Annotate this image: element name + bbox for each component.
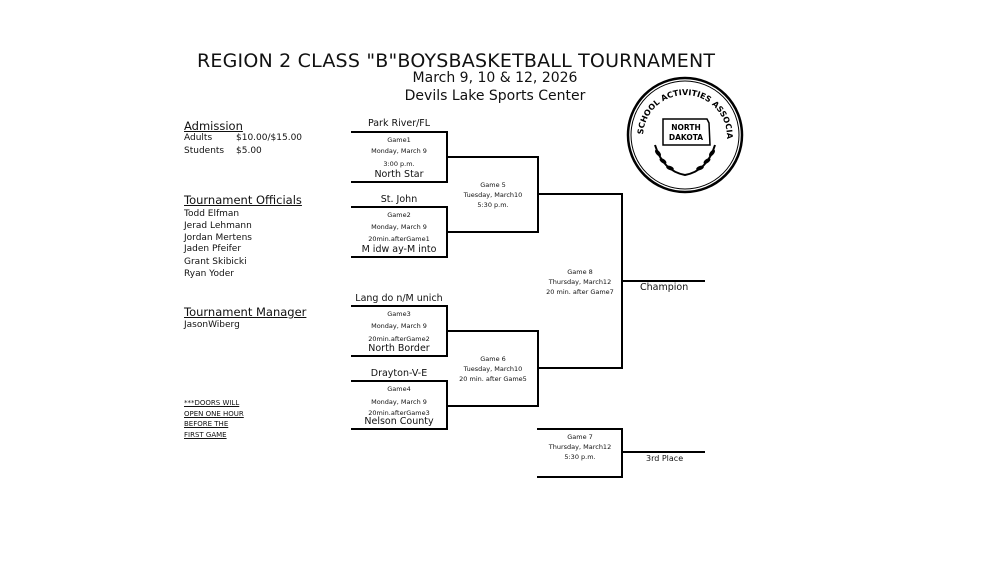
admission-adults-price: $10.00/$15.00	[236, 133, 303, 143]
bracket-line	[446, 156, 539, 158]
page-title: REGION 2 CLASS "B"BOYSBASKETBALL TOURNAM…	[197, 50, 716, 72]
team-name: North Star	[374, 169, 424, 180]
game-day: Monday, March 9	[371, 223, 427, 231]
tournament-dates: March 9, 10 & 12, 2026	[412, 70, 578, 86]
admission-students-label: Students	[184, 146, 225, 156]
game8-info: Game 8 Thursday, March12 20 min. after G…	[540, 267, 620, 297]
bracket-line	[446, 330, 539, 332]
game-day: Thursday, March12	[548, 278, 612, 286]
logo-dakota: DAKOTA	[669, 133, 703, 142]
team-name: Nelson County	[364, 416, 434, 427]
team-name: M idw ay-M into	[361, 244, 437, 255]
bracket-line	[351, 181, 447, 183]
game-number: Game 6	[480, 355, 506, 363]
game-day: Tuesday, March10	[463, 191, 523, 199]
team-name: St. John	[380, 194, 418, 205]
bracket-line	[537, 428, 623, 430]
bracket-line	[537, 367, 623, 369]
manager-name: JasonWiberg	[184, 320, 240, 330]
bracket-line	[351, 206, 447, 208]
game-time: 20min.afterGame3	[368, 409, 430, 417]
team-name: Drayton-V-E	[370, 368, 428, 379]
bracket-line	[537, 476, 623, 478]
bracket-line	[351, 256, 447, 258]
official-name: Grant Skibicki	[184, 257, 247, 267]
official-name: Jordan Mertens	[184, 233, 252, 243]
game-number: Game 8	[567, 268, 593, 276]
bracket-line	[351, 380, 447, 382]
doors-note-line: ***DOORS WILL	[184, 399, 240, 407]
champion-label: Champion	[640, 282, 689, 293]
official-name: Ryan Yoder	[184, 269, 234, 279]
bracket-line	[351, 355, 447, 357]
tournament-venue: Devils Lake Sports Center	[404, 88, 586, 104]
game-time: 20 min. after Game5	[459, 375, 527, 383]
game5-info: Game 5 Tuesday, March10 5:30 p.m.	[452, 180, 534, 210]
game-time: 5:30 p.m.	[477, 201, 509, 209]
game-number: Game 5	[480, 181, 506, 189]
game-day: Monday, March 9	[371, 147, 427, 155]
team-name: Lang do n/M unich	[355, 293, 443, 304]
officials-heading: Tournament Officials	[184, 193, 302, 207]
game-number: Game1	[387, 136, 411, 144]
logo-north: NORTH	[671, 123, 700, 132]
manager-heading: Tournament Manager	[184, 305, 307, 319]
bracket-line	[621, 428, 623, 478]
game-number: Game4	[387, 385, 411, 393]
bracket-line	[446, 405, 539, 407]
third-place-label: 3rd Place	[646, 454, 684, 463]
game-day: Thursday, March12	[548, 443, 612, 451]
logo-graphic: HIGH SCHOOL ACTIVITIES ASSOCIATION NORTH…	[622, 68, 744, 194]
game-time: 20min.afterGame1	[368, 235, 430, 243]
game-number: Game 7	[567, 433, 593, 441]
official-name: Todd Elfman	[184, 209, 240, 219]
official-name: Jaden Pfeifer	[184, 244, 242, 254]
admission-adults-label: Adults	[184, 133, 213, 143]
game-day: Monday, March 9	[371, 398, 427, 406]
game-day: Monday, March 9	[371, 322, 427, 330]
doors-note: ***DOORS WILL OPEN ONE HOUR BEFORE THE F…	[184, 398, 244, 440]
game6-info: Game 6 Tuesday, March10 20 min. after Ga…	[450, 354, 536, 384]
bracket-line	[446, 231, 539, 233]
bracket-line	[621, 451, 705, 453]
game-time: 3:00 p.m.	[383, 160, 415, 168]
doors-note-line: OPEN ONE HOUR	[184, 409, 244, 418]
game7-info: Game 7 Thursday, March12 5:30 p.m.	[540, 432, 620, 462]
bracket-line	[621, 280, 705, 282]
bracket-line	[351, 305, 447, 307]
game-day: Tuesday, March10	[463, 365, 523, 373]
bracket-line	[537, 193, 623, 195]
doors-note-line: BEFORE THE	[184, 420, 229, 428]
official-name: Jerad Lehmann	[184, 221, 252, 231]
bracket-line	[351, 131, 447, 133]
game-number: Game3	[387, 310, 411, 318]
bracket-line	[351, 428, 447, 430]
doors-note-line: FIRST GAME	[184, 430, 227, 439]
game-time: 20min.afterGame2	[368, 335, 430, 343]
admission-heading: Admission	[184, 119, 243, 133]
team-name: Park River/FL	[367, 118, 431, 129]
game-time: 5:30 p.m.	[564, 453, 596, 461]
team-name: North Border	[368, 343, 430, 354]
ndhsaa-logo: HIGH SCHOOL ACTIVITIES ASSOCIATION NORTH…	[622, 68, 745, 195]
game-number: Game2	[387, 211, 411, 219]
admission-students-price: $5.00	[236, 146, 262, 156]
game-time: 20 min. after Game7	[546, 288, 614, 296]
